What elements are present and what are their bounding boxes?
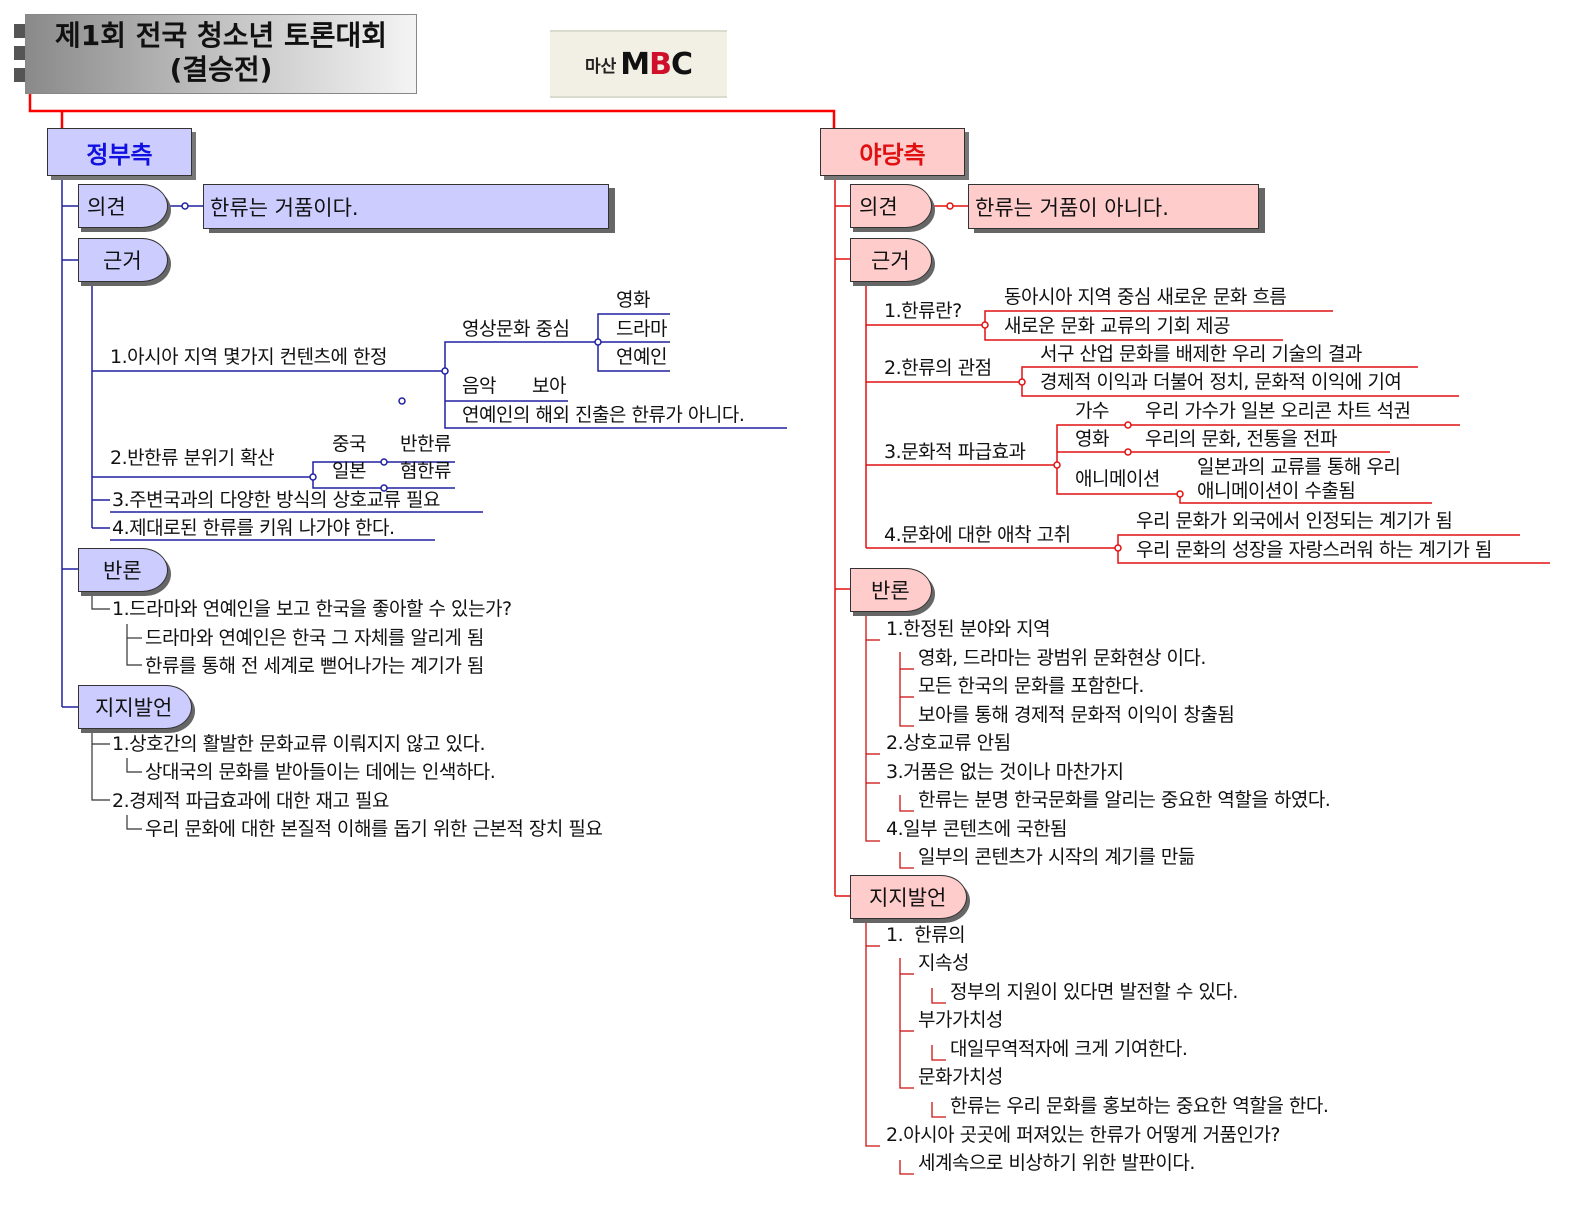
opp-grounds-node: 근거: [850, 238, 932, 282]
gov-rebuttal-child: 한류를 통해 전 세계로 뻗어나가는 계기가 됨: [145, 655, 484, 677]
gov-support-item-1: 1.상호간의 활발한 문화교류 이뤄지지 않고 있다.: [112, 733, 486, 755]
opp-support-aspect: 부가가치성: [918, 1009, 1003, 1031]
gov-grounds-video-child: 드라마: [616, 318, 667, 340]
opp-support-aspect: 문화가치성: [918, 1066, 1003, 1088]
opp-grounds-child: 동아시아 지역 중심 새로운 문화 흐름: [1004, 286, 1287, 308]
gov-grounds-country: 중국: [332, 433, 366, 455]
opp-rebuttal-child: 모든 한국의 문화를 포함한다.: [918, 675, 1144, 697]
opp-grounds-item-2: 2.한류의 관점: [884, 357, 992, 379]
opp-support-detail: 정부의 지원이 있다면 발전할 수 있다.: [950, 981, 1238, 1003]
opp-opinion-text: 한류는 거품이 아니다.: [968, 184, 1259, 229]
gov-connectors: [61, 176, 787, 708]
opp-support-child: 세계속으로 비상하기 위한 발판이다.: [918, 1152, 1195, 1174]
opp-support-item-2: 2.아시아 곳곳에 퍼져있는 한류가 어떻게 거품인가?: [886, 1124, 1281, 1146]
opp-grounds-child: 경제적 이익과 더불어 정치, 문화적 이익에 기여: [1040, 371, 1402, 393]
opp-grounds-detail: 우리의 문화, 전통을 전파: [1145, 428, 1337, 450]
gov-grounds-video-child: 연예인: [616, 346, 667, 368]
gov-grounds-item-4: 4.제대로된 한류를 키워 나가야 한다.: [112, 517, 395, 539]
opp-grounds-field: 영화: [1075, 428, 1109, 450]
opp-grounds-detail: 애니메이션이 수출됨: [1197, 480, 1356, 502]
gov-grounds-video-child: 영화: [616, 289, 650, 311]
opp-grounds-detail: 일본과의 교류를 통해 우리: [1197, 456, 1401, 478]
gov-support-node: 지지발언: [78, 685, 192, 729]
logo-location: 마산: [584, 56, 617, 77]
government-side-node: 정부측: [47, 128, 192, 176]
opp-connectors: [834, 176, 1550, 897]
gov-rebuttal-item-1: 1.드라마와 연예인을 보고 한국을 좋아할 수 있는가?: [112, 598, 512, 620]
opp-grounds-item-4: 4.문화에 대한 애착 고취: [884, 524, 1071, 546]
opp-rebuttal-item-1: 1.한정된 분야와 지역: [886, 618, 1051, 640]
title-box: 제1회 전국 청소년 토론대회 (결승전): [25, 14, 417, 94]
logo-brand: MBC: [620, 46, 693, 82]
opp-grounds-child: 우리 문화의 성장을 자랑스러워 하는 계기가 됨: [1136, 539, 1492, 561]
opp-rebuttal-item-4: 4.일부 콘텐츠에 국한됨: [886, 818, 1068, 840]
gov-grounds-music-child: 보아: [532, 375, 566, 397]
opp-grounds-field: 가수: [1075, 400, 1109, 422]
opp-rebuttal-item-2: 2.상호교류 안됨: [886, 732, 1011, 754]
opp-grounds-item-1: 1.한류란?: [884, 300, 962, 322]
title-line-1: 제1회 전국 청소년 토론대회: [54, 19, 388, 52]
opp-rebuttal-child: 보아를 통해 경제적 문화적 이익이 창출됨: [918, 704, 1235, 726]
gov-grounds-sentiment: 반한류: [400, 433, 451, 455]
opp-support-aspect: 지속성: [918, 952, 969, 974]
opp-opinion-node: 의견: [850, 184, 932, 228]
opp-grounds-child: 서구 산업 문화를 배제한 우리 기술의 결과: [1040, 343, 1362, 365]
opp-support-detail: 한류는 우리 문화를 홍보하는 중요한 역할을 한다.: [950, 1095, 1329, 1117]
gov-support-item-2: 2.경제적 파급효과에 대한 재고 필요: [112, 790, 390, 812]
gov-grounds-country: 일본: [332, 460, 366, 482]
gov-grounds-video-culture: 영상문화 중심: [462, 318, 570, 340]
opposition-side-node: 야당측: [820, 128, 965, 176]
root-connector: [28, 94, 836, 128]
opp-grounds-child: 우리 문화가 외국에서 인정되는 계기가 됨: [1136, 510, 1453, 532]
opp-support-node: 지지발언: [850, 875, 967, 919]
gov-grounds-music: 음악: [462, 375, 496, 397]
gov-grounds-item-3: 3.주변국과의 다양한 방식의 상호교류 필요: [112, 489, 440, 511]
opp-tree-lines: [865, 612, 946, 1175]
title-line-2: (결승전): [169, 53, 273, 86]
opp-rebuttal-node: 반론: [850, 568, 932, 612]
gov-opinion-node: 의견: [78, 184, 168, 228]
opp-grounds-detail: 우리 가수가 일본 오리콘 차트 석권: [1145, 400, 1411, 422]
gov-opinion-text: 한류는 거품이다.: [203, 184, 609, 229]
gov-support-child: 상대국의 문화를 받아들이는 데에는 인색하다.: [145, 761, 496, 783]
opp-rebuttal-child: 일부의 콘텐츠가 시작의 계기를 만듦: [918, 846, 1195, 868]
gov-tree-lines: [91, 592, 142, 830]
gov-grounds-item-2: 2.반한류 분위기 확산: [110, 447, 275, 469]
gov-grounds-sentiment: 혐한류: [400, 460, 451, 482]
opp-grounds-field: 애니메이션: [1075, 468, 1160, 490]
opp-rebuttal-child: 한류는 분명 한국문화를 알리는 중요한 역할을 하였다.: [918, 789, 1331, 811]
gov-grounds-note: 연예인의 해외 진출은 한류가 아니다.: [462, 404, 745, 426]
opp-support-detail: 대일무역적자에 크게 기여한다.: [950, 1038, 1188, 1060]
gov-rebuttal-node: 반론: [78, 548, 168, 592]
masan-mbc-logo: 마산 MBC: [550, 30, 727, 98]
gov-grounds-item-1: 1.아시아 지역 몇가지 컨텐츠에 한정: [110, 346, 388, 368]
opp-rebuttal-child: 영화, 드라마는 광범위 문화현상 이다.: [918, 647, 1206, 669]
opp-rebuttal-item-3: 3.거품은 없는 것이나 마찬가지: [886, 761, 1124, 783]
opp-support-item-1: 1. 한류의: [886, 924, 966, 946]
gov-grounds-node: 근거: [78, 238, 168, 282]
opp-grounds-child: 새로운 문화 교류의 기회 제공: [1004, 315, 1230, 337]
gov-support-child: 우리 문화에 대한 본질적 이해를 돕기 위한 근본적 장치 필요: [145, 818, 603, 840]
gov-rebuttal-child: 드라마와 연예인은 한국 그 자체를 알리게 됨: [145, 627, 484, 649]
opp-grounds-item-3: 3.문화적 파급효과: [884, 441, 1026, 463]
